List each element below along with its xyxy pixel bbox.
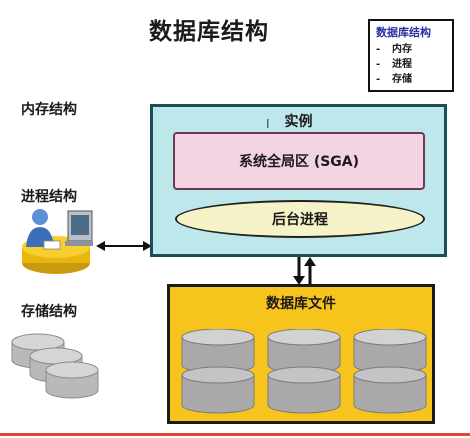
database-cylinder-icon-2 [267, 329, 341, 414]
process-structure-label: 进程结构 [21, 189, 77, 205]
database-cylinders [181, 329, 427, 414]
instance-label: 实例 [284, 114, 313, 130]
legend-title: 数据库结构 [376, 26, 431, 39]
memory-structure-label: 内存结构 [21, 102, 77, 118]
diagram-title: 数据库结构 [149, 19, 269, 45]
legend-item-process: -进程 [376, 59, 412, 70]
instance-box: 实例 系统全局区 (SGA) 后台进程 [150, 104, 447, 257]
legend-item-memory: -内存 [376, 44, 412, 55]
instance-db-arrows [293, 257, 316, 285]
background-process-ellipse: 后台进程 [175, 200, 425, 238]
user-workstation-icon [22, 209, 93, 274]
database-cylinder-icon-1 [181, 329, 255, 414]
disk-stack-icon [11, 333, 99, 399]
legend-box: 数据库结构 -内存 -进程 -存储 [368, 19, 454, 92]
sga-box: 系统全局区 (SGA) [173, 132, 425, 190]
bottom-rule [0, 433, 470, 436]
client-instance-arrow [96, 241, 152, 251]
database-files-label: 数据库文件 [266, 296, 336, 312]
legend-item-storage: -存储 [376, 74, 412, 85]
text-cursor-icon: Ⅰ [266, 117, 270, 131]
database-cylinder-icon-3 [353, 329, 427, 414]
storage-structure-label: 存储结构 [21, 304, 77, 320]
database-files-box: 数据库文件 [167, 284, 435, 424]
